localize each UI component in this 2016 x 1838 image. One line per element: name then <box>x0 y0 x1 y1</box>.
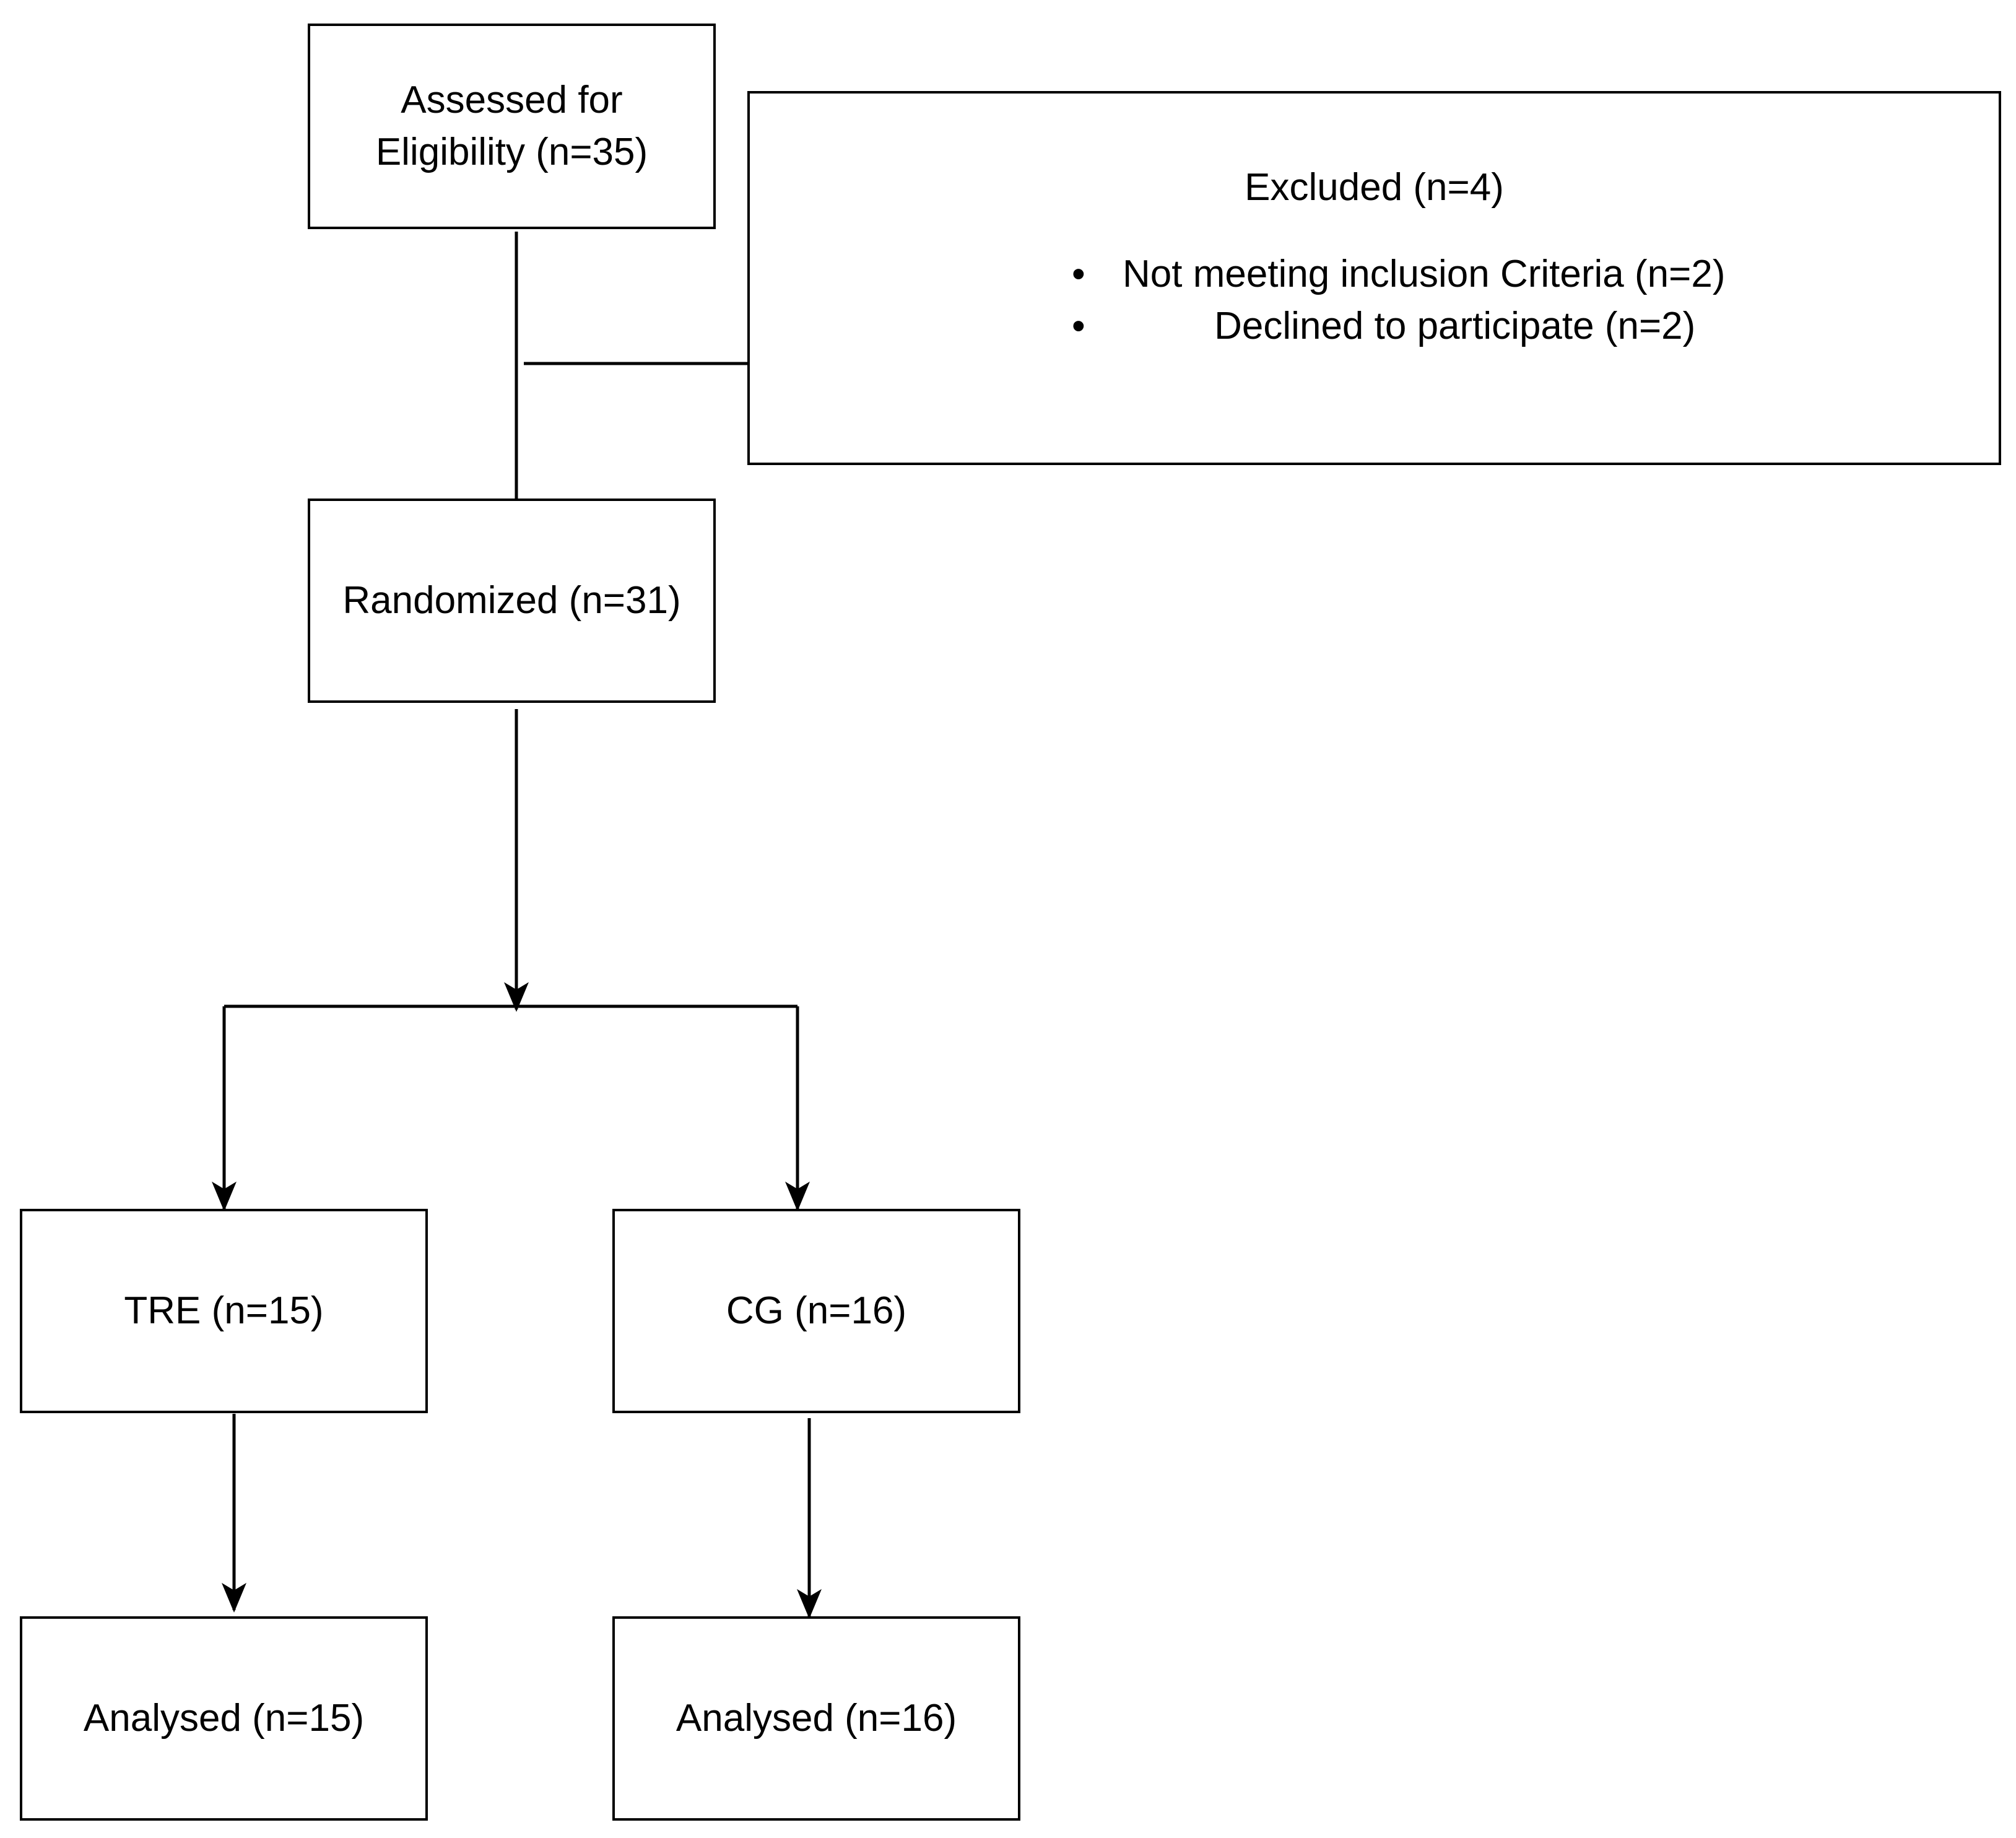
tre-group-box: TRE (n=15) <box>20 1209 428 1413</box>
analysed-cg-box: Analysed (n=16) <box>612 1616 1020 1821</box>
excluded-title: Excluded (n=4) <box>1245 166 1504 209</box>
cg-group-box: CG (n=16) <box>612 1209 1020 1413</box>
assessed-line-2: Eligibility (n=35) <box>375 131 648 173</box>
analysed-tre-label: Analysed (n=15) <box>83 1697 365 1740</box>
randomized-box: Randomized (n=31) <box>308 499 716 703</box>
randomized-label: Randomized (n=31) <box>342 579 681 622</box>
tre-label: TRE (n=15) <box>124 1289 324 1333</box>
excluded-box: Excluded (n=4) Not meeting inclusion Cri… <box>747 91 2001 465</box>
cg-label: CG (n=16) <box>726 1289 907 1333</box>
assessed-for-eligibility-box: Assessed for Eligibility (n=35) <box>308 24 716 229</box>
exclusion-reason-item: Declined to participate (n=2) <box>1072 300 1725 352</box>
assessed-line-1: Assessed for <box>401 79 623 122</box>
analysed-tre-box: Analysed (n=15) <box>20 1616 428 1821</box>
exclusion-reasons-list: Not meeting inclusion Criteria (n=2) Dec… <box>1072 248 1725 352</box>
analysed-cg-label: Analysed (n=16) <box>676 1697 957 1740</box>
exclusion-reason-item: Not meeting inclusion Criteria (n=2) <box>1072 248 1725 300</box>
